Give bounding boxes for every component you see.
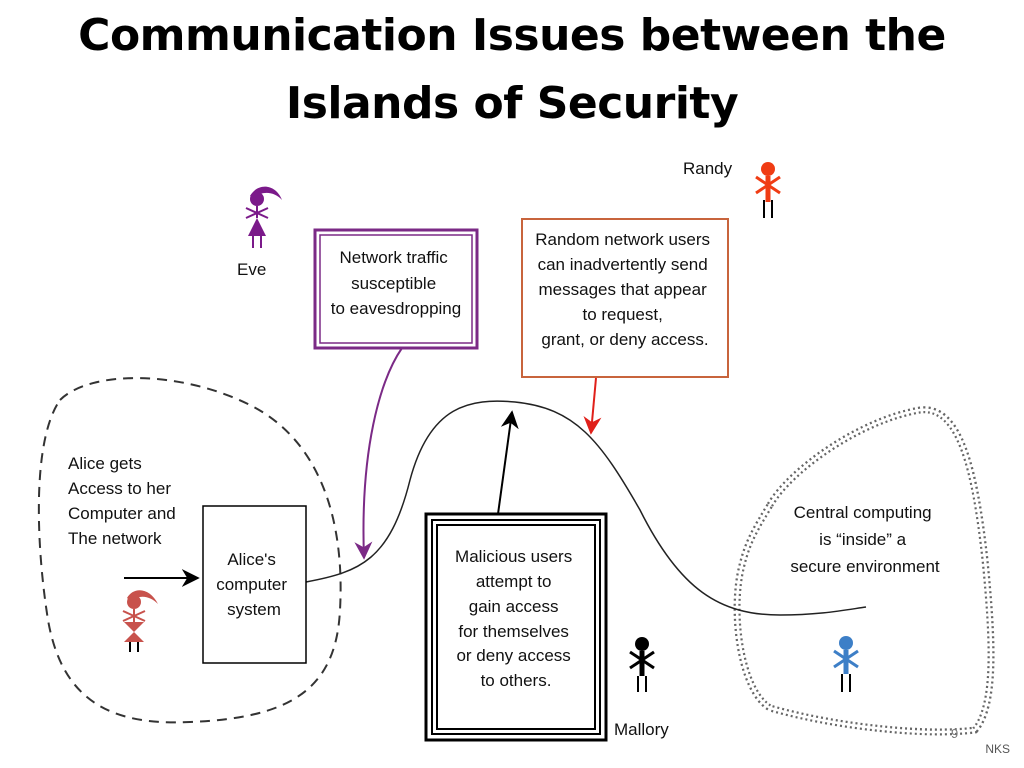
malicious-line-2: attempt to	[476, 572, 552, 591]
svg-text:Malicious users attempt: Malicious users attempt to gain access f…	[455, 547, 577, 690]
eve-figure-icon	[245, 186, 282, 248]
central-line-2: is “inside” a	[819, 530, 906, 549]
random-users-box: Random network users can inadvertently s…	[521, 218, 729, 378]
alice-computer-line-2: computer	[216, 575, 287, 594]
alice-text-line-2: Access to her	[68, 479, 171, 498]
mallory-figure-icon	[629, 637, 655, 692]
malicious-line-1: Malicious users	[455, 547, 572, 566]
network-line	[305, 400, 867, 616]
random-line-2: can inadvertently send	[538, 255, 708, 274]
malicious-line-4: for themselves	[458, 622, 569, 641]
server-user-figure-icon	[833, 636, 859, 692]
slide-number: 9	[951, 726, 959, 741]
alice-text-line-1: Alice gets	[68, 454, 142, 473]
eavesdrop-line-2: susceptible	[351, 274, 436, 293]
alice-computer-line-3: system	[227, 600, 281, 619]
eve-label: Eve	[237, 260, 266, 279]
malicious-users-box: Malicious users attempt to gain access f…	[424, 512, 608, 742]
alice-text-line-3: Computer and	[68, 504, 176, 523]
central-line-3: secure environment	[790, 557, 940, 576]
random-line-3: messages that appear	[539, 280, 708, 299]
eavesdrop-line-1: Network traffic	[339, 248, 448, 267]
svg-text:Alice's computer s: Alice's computer system	[216, 550, 292, 619]
malicious-arrow	[497, 410, 519, 515]
eavesdrop-line-3: to eavesdropping	[331, 299, 461, 318]
alice-island-boundary	[37, 377, 342, 724]
eavesdrop-box: Network traffic susceptible to eavesdrop…	[313, 228, 479, 350]
slide-title: Communication Issues between the Islands…	[0, 2, 1024, 138]
title-line-2: Islands of Security	[285, 78, 739, 130]
footer-text: NKS	[985, 742, 1010, 756]
svg-text:Network traffic suscepti: Network traffic susceptible to eavesdrop…	[331, 248, 461, 318]
title-line-1: Communication Issues between the	[78, 10, 946, 61]
alice-computer-line-1: Alice's	[227, 550, 276, 569]
randy-label: Randy	[683, 159, 733, 178]
random-line-1: Random network users	[535, 230, 710, 249]
eavesdrop-arrow	[354, 347, 403, 560]
randy-figure-icon	[755, 162, 781, 218]
alice-description: Alice gets Access to her Computer and Th…	[68, 454, 180, 548]
random-users-arrow	[583, 377, 602, 435]
central-line-1: Central computing	[794, 503, 932, 522]
alice-text-line-4: The network	[68, 529, 162, 548]
mallory-label: Mallory	[614, 720, 669, 739]
malicious-line-5: or deny access	[456, 646, 570, 665]
central-description: Central computing is “inside” a secure e…	[790, 503, 940, 576]
malicious-line-6: to others.	[481, 671, 552, 690]
svg-text:Random network users can: Random network users can inadvertently s…	[535, 230, 715, 349]
alice-computer-box: Alice's computer system	[202, 505, 307, 664]
random-line-4: to request,	[582, 305, 662, 324]
random-line-5: grant, or deny access.	[541, 330, 708, 349]
malicious-line-3: gain access	[469, 597, 559, 616]
alice-figure-icon	[122, 590, 158, 652]
